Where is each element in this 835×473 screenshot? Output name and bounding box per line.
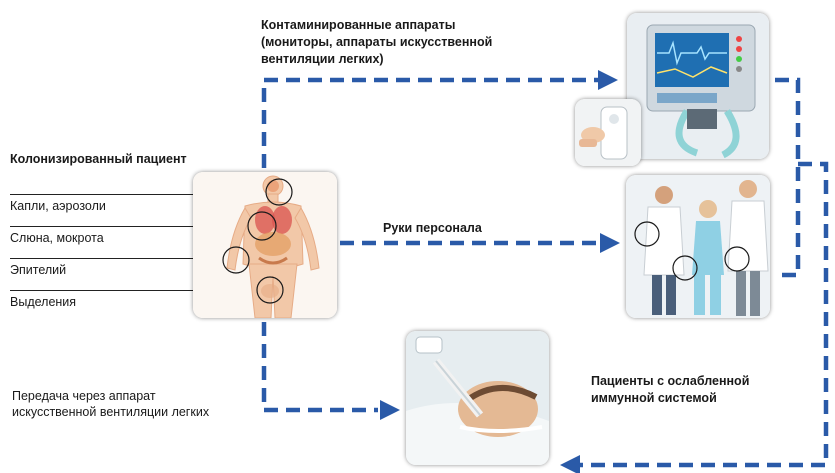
highlight-hand-2	[673, 256, 697, 280]
highlight-hand-3	[725, 247, 749, 271]
arrowhead-intubated	[380, 400, 400, 420]
arrowhead-immuno	[560, 455, 580, 473]
arrow-to-immuno	[580, 164, 826, 465]
arrow-to-equipment	[264, 80, 600, 168]
equipment-loop	[775, 80, 798, 275]
arrowhead-staff	[600, 233, 620, 253]
highlight-chest	[248, 212, 276, 240]
arrowhead-equipment	[598, 70, 618, 90]
highlight-hand-1	[635, 222, 659, 246]
highlight-abdomen	[257, 277, 283, 303]
highlight-skin	[223, 247, 249, 273]
arrow-to-intubated	[264, 322, 378, 410]
highlight-head	[266, 179, 292, 205]
